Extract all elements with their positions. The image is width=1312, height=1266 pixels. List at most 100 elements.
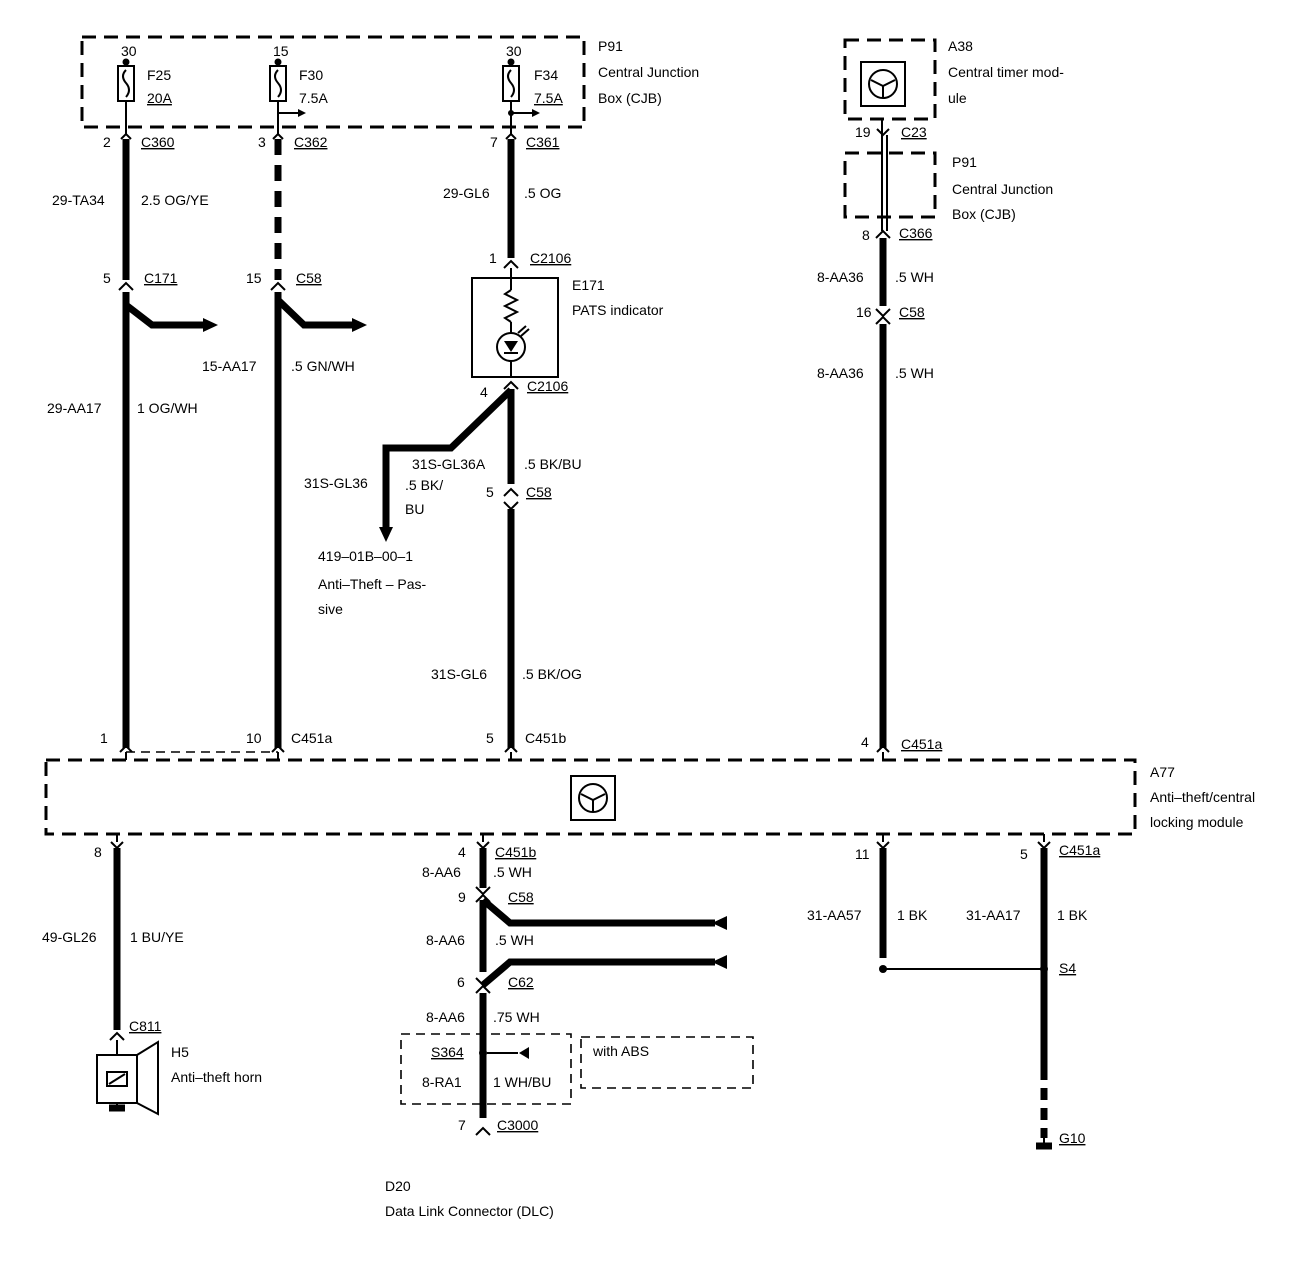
- c2106a-name: C2106: [530, 250, 571, 266]
- wire-31s-gl36a[interactable]: .5 BK/BU: [507, 389, 582, 484]
- wire-49-gl26[interactable]: 49-GL26 1 BU/YE: [42, 848, 184, 1030]
- wire-15-aa17[interactable]: 15-AA17 .5 GN/WH: [202, 292, 367, 748]
- w1-circuit: 29-TA34: [52, 192, 105, 208]
- cjb-top-line2: Box (CJB): [598, 90, 662, 106]
- c366-name: C366: [899, 225, 933, 241]
- c58b-name: C58: [526, 484, 552, 500]
- m2-pin: 10: [246, 730, 262, 746]
- wire-31s-gl36[interactable]: 31S-GL36A 31S-GL36 .5 BK/ BU: [304, 387, 514, 542]
- wire-8-aa36-a[interactable]: 8-AA36 .5 WH: [817, 238, 934, 306]
- fuse-f30[interactable]: 15 F30 7.5A: [269, 43, 328, 134]
- wire-31-aa57[interactable]: 31-AA57 1 BK: [807, 848, 928, 973]
- pats-label: PATS indicator: [572, 302, 664, 318]
- wire-29-ta34[interactable]: 29-TA34 2.5 OG/YE: [52, 139, 209, 280]
- connector-c171: 5 C171: [103, 270, 178, 291]
- module-top-connectors: 1 10 C451a 5 C451b 4 C451a: [100, 730, 942, 760]
- fuse-f34[interactable]: 30 F34 7.5A: [502, 43, 563, 134]
- connector-c811: C811: [109, 1018, 162, 1041]
- b2-pin: 4: [458, 844, 466, 860]
- w8-circuit: 31-AA17: [966, 907, 1021, 923]
- s4-name: S4: [1059, 960, 1076, 976]
- connector-c366: 8 C366: [862, 225, 933, 243]
- w3branch-spec1: .5 BK/: [405, 477, 443, 493]
- w3branch-circuit: 31S-GL36: [304, 475, 368, 491]
- cjb-top-id: P91: [598, 38, 623, 54]
- connector-c3000: 7 C3000: [458, 1117, 538, 1136]
- b3-pin: 11: [855, 846, 870, 862]
- w4b-spec: .5 WH: [895, 365, 934, 381]
- c811-name: C811: [129, 1018, 162, 1034]
- connector-c58-d: 9 C58: [458, 886, 534, 905]
- c3000-name: C3000: [497, 1117, 538, 1133]
- c58b-pin: 5: [486, 484, 494, 500]
- w3b-circuit: 31S-GL36A: [412, 456, 486, 472]
- fuse-f34-id: F34: [534, 67, 558, 83]
- anti-theft-module[interactable]: A77 Anti–theft/central locking module: [44, 758, 1255, 836]
- dlc-label: Data Link Connector (DLC): [385, 1203, 554, 1219]
- wire-31-aa17[interactable]: 31-AA17 1 BK: [966, 848, 1088, 1138]
- c58a-pin: 15: [246, 270, 262, 286]
- wire-29-aa17[interactable]: 29-AA17 1 OG/WH: [47, 292, 218, 748]
- fuse-f25-pin: 30: [121, 43, 137, 59]
- connector-c2106-bottom: 4 C2106: [480, 378, 568, 400]
- w3-circuit: 29-GL6: [443, 185, 490, 201]
- cjb-right-id: P91: [952, 154, 977, 170]
- fuse-f25[interactable]: 30 F25 20A: [117, 43, 173, 134]
- c58d-name: C58: [508, 889, 534, 905]
- wire-29-gl6[interactable]: 29-GL6 .5 OG: [443, 139, 561, 258]
- w6c-spec: .75 WH: [493, 1009, 540, 1025]
- anti-theft-horn[interactable]: H5 Anti–theft horn: [96, 1040, 262, 1116]
- w3b-spec: .5 BK/BU: [524, 456, 582, 472]
- timer-line1: Central timer mod-: [948, 64, 1064, 80]
- c360-pin: 2: [103, 134, 111, 150]
- wire-c58-branch[interactable]: [480, 897, 727, 930]
- w7-circuit: 31-AA57: [807, 907, 862, 923]
- c366-pin: 8: [862, 227, 870, 243]
- c2106a-pin: 1: [489, 250, 497, 266]
- w6a-circuit: 8-AA6: [422, 864, 461, 880]
- xref-anti-theft-passive[interactable]: 419–01B–00–1 Anti–Theft – Pas- sive: [318, 548, 427, 617]
- fuse-f34-rating: 7.5A: [534, 90, 563, 106]
- abs-note: with ABS: [592, 1043, 649, 1059]
- c58c-name: C58: [899, 304, 925, 320]
- central-timer-module[interactable]: A38 Central timer mod- ule: [843, 38, 1064, 121]
- connector-c362: 3 C362: [258, 132, 328, 150]
- m4-name: C451a: [901, 736, 942, 752]
- fuse-f30-pin: 15: [273, 43, 289, 59]
- c23-pin: 19: [855, 124, 871, 140]
- c2106b-name: C2106: [527, 378, 568, 394]
- connector-c2106-top: 1 C2106: [489, 250, 571, 269]
- c171-pin: 5: [103, 270, 111, 286]
- w3c-spec: .5 BK/OG: [522, 666, 582, 682]
- wire-31s-gl6[interactable]: 31S-GL6 .5 BK/OG: [431, 509, 582, 748]
- pats-indicator[interactable]: E171 PATS indicator: [471, 268, 664, 378]
- w8-spec: 1 BK: [1057, 907, 1088, 923]
- w4a-spec: .5 WH: [895, 269, 934, 285]
- w5-circuit: 49-GL26: [42, 929, 97, 945]
- dlc-id: D20: [385, 1178, 411, 1194]
- w1b-circuit: 29-AA17: [47, 400, 102, 416]
- w6c-circuit: 8-AA6: [426, 1009, 465, 1025]
- wire-8-aa36-b[interactable]: 8-AA36 .5 WH: [817, 324, 934, 748]
- c58c-pin: 16: [856, 304, 872, 320]
- wire-timer-thin[interactable]: [881, 119, 888, 231]
- c58a-name: C58: [296, 270, 322, 286]
- w6d-spec: 1 WH/BU: [493, 1074, 551, 1090]
- w3branch-spec2: BU: [405, 501, 424, 517]
- timer-line2: ule: [948, 90, 967, 106]
- w3c-circuit: 31S-GL6: [431, 666, 487, 682]
- m2-name: C451a: [291, 730, 332, 746]
- connector-c361: 7 C361: [490, 132, 560, 150]
- xref-line2: sive: [318, 601, 343, 617]
- w6b-spec: .5 WH: [495, 932, 534, 948]
- fuse-f34-pin: 30: [506, 43, 522, 59]
- wire-c62-branch[interactable]: [480, 955, 727, 988]
- w6b-circuit: 8-AA6: [426, 932, 465, 948]
- b4-pin: 5: [1020, 846, 1028, 862]
- data-link-connector[interactable]: D20 Data Link Connector (DLC): [385, 1178, 554, 1219]
- c62-name: C62: [508, 974, 534, 990]
- fuse-f25-id: F25: [147, 67, 171, 83]
- connector-c360: 2 C360: [103, 132, 175, 150]
- c58d-pin: 9: [458, 889, 466, 905]
